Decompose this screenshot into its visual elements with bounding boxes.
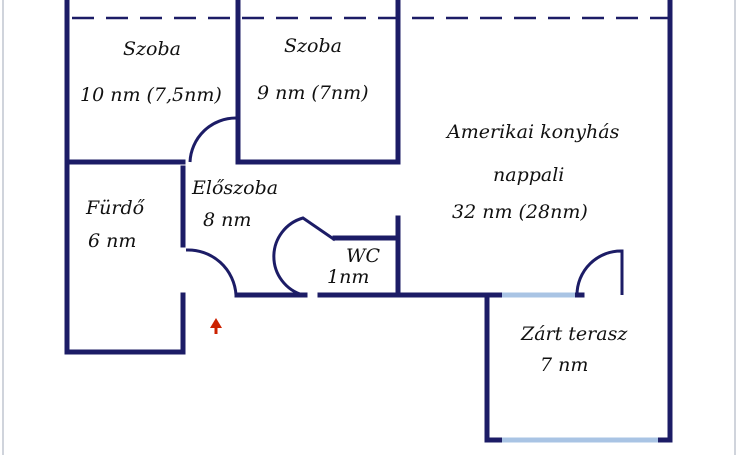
nappali-line2: nappali xyxy=(493,164,564,186)
szoba2-name: Szoba xyxy=(284,35,342,57)
door-terrace xyxy=(575,249,624,296)
szoba1-name: Szoba xyxy=(123,38,181,60)
nappali-line1: Amerikai konyhás xyxy=(445,121,620,143)
wc-area: 1nm xyxy=(327,266,369,288)
terasz-area: 7 nm xyxy=(540,354,588,376)
szoba2-area: 9 nm (7nm) xyxy=(257,82,369,104)
terasz-name: Zárt terasz xyxy=(520,323,628,345)
windows xyxy=(502,292,658,443)
nappali-area: 32 nm (28nm) xyxy=(452,201,588,223)
furdo-name: Fürdő xyxy=(85,197,146,219)
furdo-area: 6 nm xyxy=(88,230,136,252)
doors xyxy=(185,116,624,297)
eloszoba-area: 8 nm xyxy=(203,209,251,231)
eloszoba-name: Előszoba xyxy=(191,177,278,199)
walls xyxy=(64,0,673,443)
szoba1-area: 10 nm (7,5nm) xyxy=(80,84,222,106)
entrance-arrow-icon xyxy=(210,318,222,334)
door-entrance xyxy=(185,248,238,296)
door-szoba1 xyxy=(188,116,237,163)
door-wc xyxy=(272,216,336,297)
wc-name: WC xyxy=(346,245,381,267)
